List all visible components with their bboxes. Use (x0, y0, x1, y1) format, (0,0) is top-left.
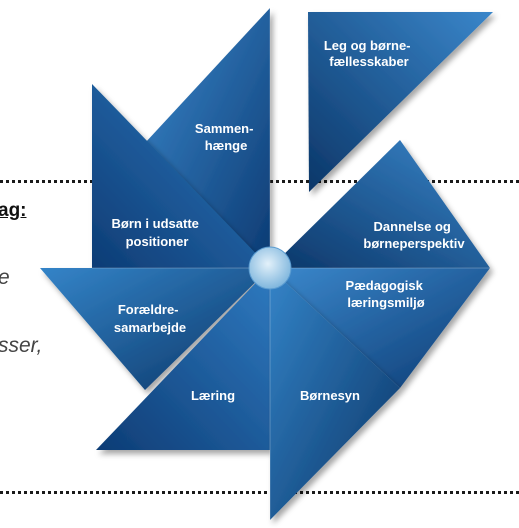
label-foraeldre-line-1: Forældre- (118, 302, 179, 317)
blade-dannelse-og-borneperspektiv (270, 140, 490, 268)
label-leg-line-2: fællesskaber (329, 54, 409, 69)
blade-sammenhaenge (145, 8, 270, 268)
label-dannelse-og-borneperspektiv: Dannelse og børneperspektiv (363, 219, 465, 251)
label-foraeldre-line-2: samarbejde (114, 320, 186, 335)
label-paedagogisk-line-2: læringsmiljø (347, 295, 424, 310)
label-born-i-udsatte-positioner: Børn i udsatte positioner (111, 216, 202, 249)
text-fragment-1: e (0, 266, 10, 290)
label-laering-line-1: Læring (191, 388, 235, 403)
blade-bornesyn (270, 268, 400, 520)
label-leg-og-borne-faellesskaber: Leg og børne- fællesskaber (324, 38, 414, 69)
label-bornesyn: Børnesyn (300, 388, 360, 403)
blade-laering (96, 268, 270, 450)
blade-foraeldresamarbejde (40, 268, 270, 390)
label-paedagogisk-line-1: Pædagogisk (346, 278, 424, 293)
dotted-rule-bottom (0, 491, 519, 494)
label-sammenhaenge-line-2: hænge (205, 138, 248, 153)
blade-paedagogisk-laeringsmiljo (270, 268, 490, 388)
label-udsatte-line-1: Børn i udsatte (111, 216, 198, 231)
label-paedagogisk-laeringsmiljo: Pædagogisk læringsmiljø (346, 278, 427, 310)
label-dannelse-line-2: børneperspektiv (363, 236, 465, 251)
label-sammenhaenge-line-1: Sammen- (195, 121, 254, 136)
label-bornesyn-line-1: Børnesyn (300, 388, 360, 403)
label-sammenhaenge: Sammen- hænge (195, 121, 257, 153)
blade-born-i-udsatte-positioner (92, 84, 270, 268)
heading-fragment: ag: (0, 200, 27, 221)
label-leg-line-1: Leg og børne- (324, 38, 411, 53)
blade-leg-og-borne-faellesskaber (308, 12, 493, 192)
label-udsatte-line-2: positioner (126, 234, 189, 249)
text-fragment-2: sser, (0, 334, 43, 357)
label-laering: Læring (191, 388, 235, 403)
label-dannelse-line-1: Dannelse og (374, 219, 451, 234)
label-foraeldresamarbejde: Forældre- samarbejde (114, 302, 186, 335)
center-hub (248, 246, 292, 290)
